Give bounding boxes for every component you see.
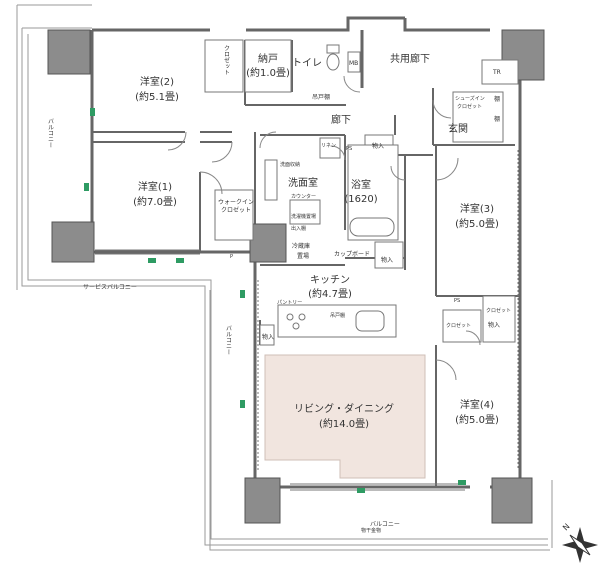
storage-pantry-label: 物入 [262,333,274,341]
interior-walls [92,40,520,487]
column-nw [47,29,91,75]
shoes-closet-box [452,91,504,143]
column-s [244,477,281,524]
compass-north-label: N [561,522,572,533]
ac-units [84,108,466,493]
service-balcony-label: サービスバルコニー [83,283,137,291]
door-swings [167,75,481,381]
tr-box [481,59,519,85]
ac-unit [357,488,365,493]
hanging-shelf-label: 吊戸棚 [312,93,330,101]
bedroom1-area: (約7.0畳) [133,195,177,208]
toilet-fixture [326,44,340,71]
balcony-labels: バルコニー サービスバルコニー バルコニー バルコニー [47,118,400,528]
mb-box [347,51,361,73]
shelf-label-1: 棚 [494,95,500,103]
compass-star-icon [562,527,598,563]
compass: N [561,522,598,563]
walkin-closet-label: クロゼット [221,206,251,214]
column-center [249,223,287,263]
counter-label: カウンター [291,193,316,200]
pantry-label: パントリー [277,300,302,306]
bedroom4-name: 洋室(4) [460,398,494,411]
washer-label: 洗濯機置場 [291,213,316,220]
bedroom3-area: (約5.0畳) [455,217,499,230]
storage-area: (約1.0畳) [246,66,290,79]
bathroom-size: (1620) [344,194,377,205]
ac-unit [90,108,95,116]
linen-box [319,137,341,159]
p-label: P [230,254,233,260]
ac-unit [176,258,184,263]
storage-boxes [204,39,519,346]
common-corridor-label: 共用廊下 [390,52,430,65]
living-name: リビング・ダイニング [294,402,394,415]
bedroom2-name: 洋室(2) [140,75,174,88]
bedroom1-name: 洋室(1) [138,180,172,193]
toilet-label: トイレ [292,58,322,69]
kitchen-area: (約4.7畳) [308,287,352,300]
walkin-closet-box [214,189,254,241]
small-labels: クロゼット ウォークイン クロゼット 吊戸棚 MB TR シューズイン クロゼッ… [218,45,511,534]
cupboard-label: カップボード [334,250,370,258]
ac-unit [458,480,466,485]
mb-label: MB [349,60,358,67]
ac-unit [240,400,245,408]
bridge-label: 物干金物 [361,527,381,534]
hallway-label: 廊下 [331,113,351,126]
kitchen-island [277,304,397,338]
closet-label-bedroom2: クロゼット [223,45,230,75]
bathtub [347,144,399,241]
kitchen-name: キッチン [310,274,350,286]
walkin-label: ウォークイン [218,198,254,206]
closet-bedroom2 [204,39,244,93]
storage-nando [244,39,292,93]
entrance-label: 玄関 [448,122,468,135]
storage-name: 納戸 [258,52,278,65]
storage-bed4-label: 物入 [488,321,500,329]
structural-columns [47,29,545,524]
room-labels: 洋室(2) (約5.1畳) 洋室(1) (約7.0畳) 納戸 (約1.0畳) ト… [133,52,499,430]
balcony-south-label: バルコニー [370,521,400,528]
window-marks [95,150,519,491]
closet-label-bed3: クロゼット [486,307,511,314]
ac-unit [240,290,245,298]
tr-label: TR [492,69,501,76]
closet-bedroom3-4-b [482,295,516,343]
kitchen-shelf-label: 吊戸棚 [330,312,345,319]
fridge-place-label: 置場 [297,252,309,260]
shelf-label-2: 棚 [494,115,500,123]
living-dining-floor [264,354,426,479]
ps-label-bed3: PS [454,298,460,304]
fridge-label: 冷蔵庫 [292,242,310,250]
storage-hall-label: 物入 [372,142,384,150]
shoes-closet-label: クロゼット [457,103,482,110]
under-shelf-label: 出入棚 [291,225,306,232]
storage-kitchen [374,241,404,269]
counter [264,159,278,201]
washroom-label: 洗面室 [288,176,318,189]
balcony-west-label: バルコニー [47,118,54,148]
storage-pantry [259,324,275,346]
closet-bedroom3-4-a [442,309,482,343]
bathroom-name: 浴室 [351,178,371,191]
shoes-in-label: シューズイン [455,95,485,102]
dressing-shelf-label: 洗面収納 [280,161,300,168]
column-w [51,221,95,263]
storage-kitchen-label: 物入 [381,256,393,264]
column-se [491,477,533,524]
washbasin [289,199,321,225]
ac-unit [148,258,156,263]
living-area: (約14.0畳) [319,417,369,430]
balcony-middle-label: バルコニー [225,325,232,355]
balcony-outlines [16,4,553,551]
ps-label-hall: PS [346,146,352,152]
bedroom2-area: (約5.1畳) [135,90,179,103]
bedroom4-area: (約5.0畳) [455,413,499,426]
ac-unit [84,183,89,191]
bedroom3-name: 洋室(3) [460,202,494,215]
linen-label: リネン [321,143,336,149]
closet-label-bed4: クロゼット [446,322,471,329]
